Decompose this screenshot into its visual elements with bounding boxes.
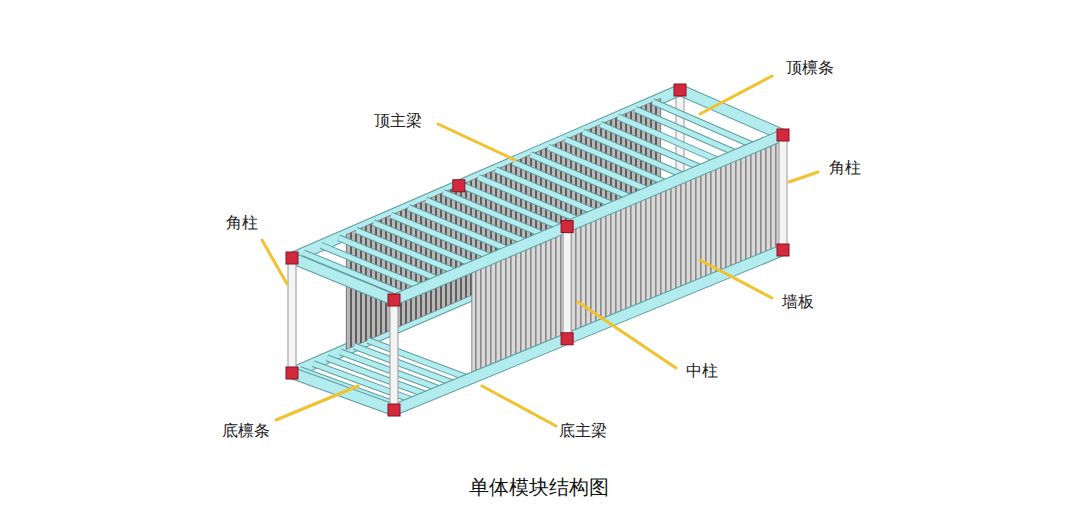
corner-fitting	[561, 221, 573, 233]
top-main-beam	[292, 258, 394, 300]
leader-line	[262, 240, 287, 284]
part-label: 底主梁	[559, 421, 607, 440]
corner-fitting	[286, 252, 298, 264]
corner-fitting	[286, 367, 298, 379]
corner-fitting	[388, 404, 400, 416]
leader-line	[700, 260, 772, 298]
figure-caption: 单体模块结构图	[469, 475, 609, 499]
top-main-beam	[292, 258, 394, 300]
part-label: 墙板	[782, 292, 814, 311]
corner-fitting	[453, 180, 465, 192]
bottom-purlin	[368, 340, 470, 379]
top-purlin	[653, 102, 756, 147]
leader-line	[789, 172, 818, 182]
corner-fitting	[777, 244, 789, 256]
top-main-beam	[394, 135, 783, 300]
corner-fitting	[777, 129, 789, 141]
part-label: 底檩条	[222, 421, 270, 440]
leader-line	[438, 124, 515, 160]
corner-fitting	[674, 84, 686, 96]
part-label: 顶主梁	[374, 111, 422, 130]
leader-line	[700, 76, 772, 114]
wall-panel	[472, 135, 783, 378]
corner-fitting	[561, 333, 573, 345]
top-purlin	[653, 102, 756, 147]
part-label: 角柱	[226, 213, 258, 232]
part-label: 顶檩条	[786, 58, 834, 77]
bottom-purlin	[368, 340, 470, 379]
middle-column	[563, 227, 571, 339]
corner-fitting	[388, 294, 400, 306]
leader-line	[482, 386, 556, 426]
corner-column	[288, 258, 296, 373]
part-label: 角柱	[829, 158, 861, 177]
top-main-beam	[394, 135, 783, 300]
leader-line	[578, 302, 676, 368]
corner-column	[390, 300, 398, 410]
part-label: 中柱	[686, 361, 718, 380]
corner-column	[779, 135, 787, 250]
leader-line	[276, 386, 358, 420]
